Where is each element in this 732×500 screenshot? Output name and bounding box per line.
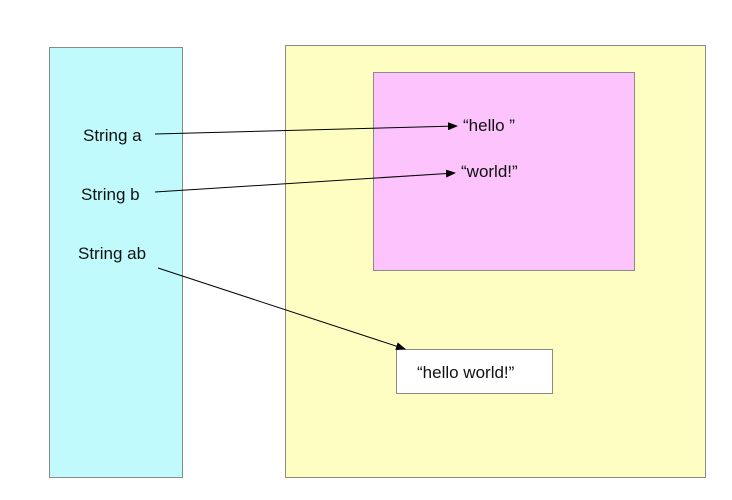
variable-a-label: String a bbox=[83, 126, 142, 145]
literal-hello-label: “hello ” bbox=[463, 116, 515, 135]
literal-world-label: “world!” bbox=[461, 162, 518, 181]
stack-region bbox=[49, 47, 183, 478]
heap-object-label: “hello world!” bbox=[417, 363, 515, 382]
variable-b-label: String b bbox=[81, 185, 140, 204]
heap-object-box bbox=[396, 349, 553, 394]
string-pool-region bbox=[373, 72, 635, 271]
variable-ab-label: String ab bbox=[78, 244, 147, 263]
